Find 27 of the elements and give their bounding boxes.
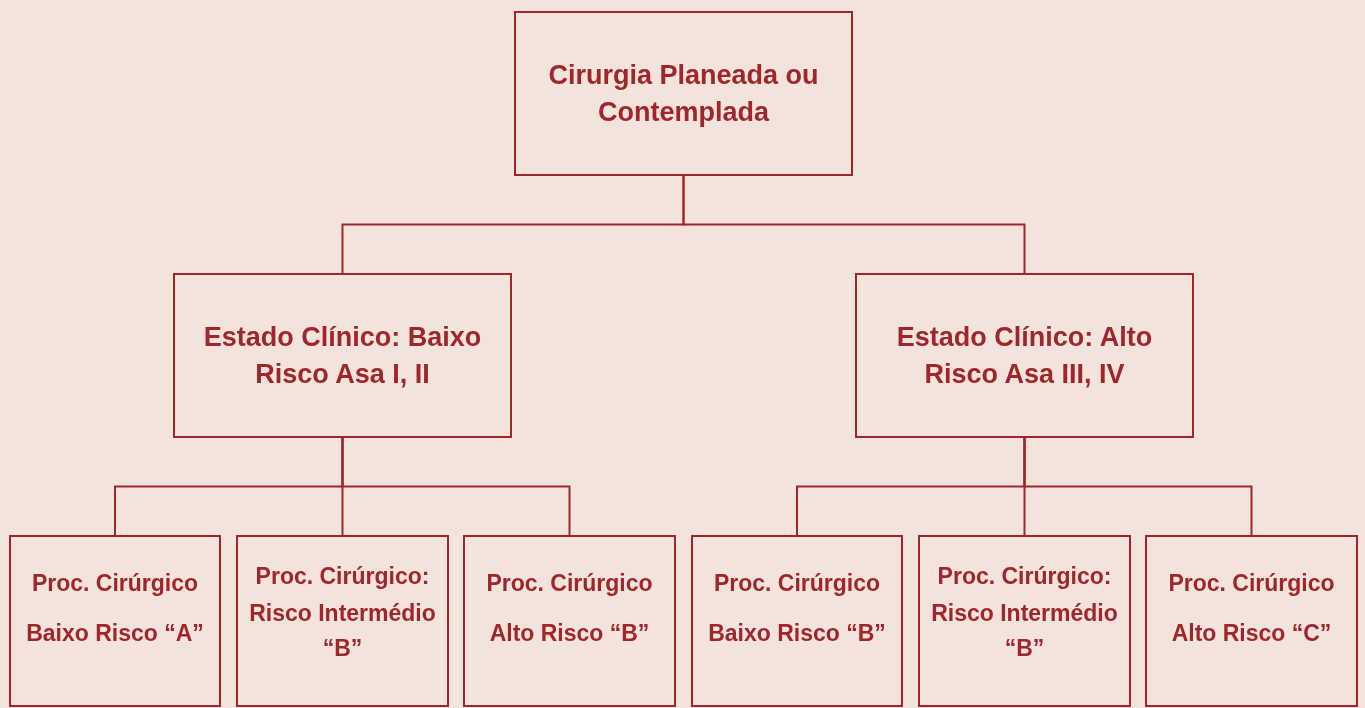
- box-text: Baixo Risco “B”: [708, 619, 886, 648]
- connector-line: [1023, 437, 1253, 536]
- box-heading: Proc. Cirúrgico: [1168, 569, 1335, 598]
- box-text: Baixo Risco “A”: [26, 619, 204, 648]
- box-heading: Proc. Cirúrgico:: [937, 562, 1112, 591]
- connector-line: [682, 175, 1026, 274]
- box-heading: Proc. Cirúrgico: [486, 569, 653, 598]
- box-heading: Proc. Cirúrgico: [713, 569, 881, 598]
- box-text: Alto Risco “C”: [1171, 619, 1332, 648]
- box-heading: Proc. Cirúrgico: [31, 569, 199, 598]
- procedure-box: [1145, 535, 1358, 707]
- connector-line: [341, 437, 571, 536]
- box-text: Estado Clínico: Alto Risco Asa III, IV: [895, 320, 1154, 391]
- category-box: [173, 273, 512, 438]
- box-text: Alto Risco “B”: [489, 619, 650, 648]
- box-text: Estado Clínico: Baixo Risco Asa I, II: [202, 320, 483, 391]
- box-heading: Proc. Cirúrgico:: [255, 562, 430, 591]
- category-box: [514, 11, 853, 176]
- procedure-box: [9, 535, 221, 707]
- procedure-box: [463, 535, 676, 707]
- category-box: [855, 273, 1194, 438]
- procedure-box: [691, 535, 903, 707]
- procedure-box: [918, 535, 1131, 707]
- box-text: Risco Intermédio “B”: [248, 599, 437, 663]
- box-text: Risco Intermédio “B”: [930, 599, 1119, 663]
- box-text: Cirurgia Planeada ou Contemplada: [547, 58, 820, 129]
- procedure-box: [236, 535, 449, 707]
